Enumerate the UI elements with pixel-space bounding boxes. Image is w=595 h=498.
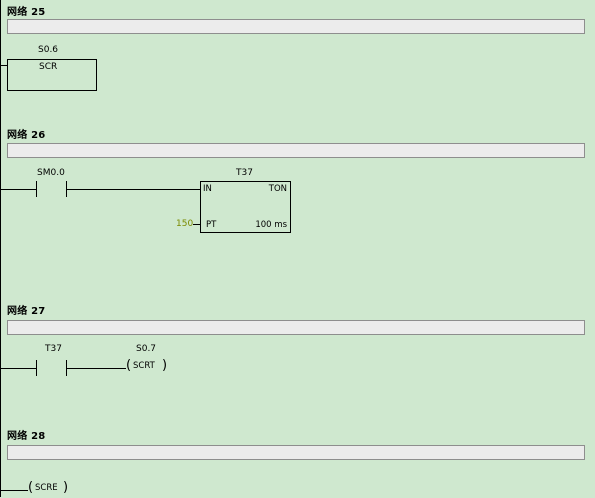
contact-left-bar[interactable] [36, 360, 37, 376]
scr-label: SCR [39, 62, 58, 72]
scr-address[interactable]: S0.6 [38, 45, 59, 55]
network-comment-field[interactable] [7, 143, 585, 158]
coil-scrt[interactable]: ( SCRT ) [126, 358, 170, 376]
scr-input-wire [0, 65, 7, 66]
network-comment-field[interactable] [7, 445, 585, 460]
timer-address[interactable]: T37 [236, 168, 253, 178]
network-title[interactable]: 网络 26 [7, 130, 46, 141]
contact-address[interactable]: T37 [45, 344, 62, 354]
left-power-rail [0, 0, 1, 497]
pt-wire [193, 224, 200, 225]
network-title[interactable]: 网络 27 [7, 306, 46, 317]
coil-right-paren: ) [63, 480, 69, 495]
network-comment-field[interactable] [7, 19, 585, 34]
wire-segment [66, 368, 126, 369]
timer-in-pin: IN [203, 184, 212, 194]
coil-left-paren: ( [126, 358, 132, 373]
coil-label: SCRT [133, 361, 155, 371]
coil-address[interactable]: S0.7 [136, 344, 157, 354]
wire-segment [0, 368, 36, 369]
coil-left-paren: ( [28, 480, 34, 495]
contact-left-bar[interactable] [36, 181, 37, 197]
network-title[interactable]: 网络 25 [7, 7, 46, 18]
pt-preset-value[interactable]: 150 [176, 219, 194, 229]
coil-right-paren: ) [162, 358, 168, 373]
contact-address[interactable]: SM0.0 [37, 168, 65, 178]
network-comment-field[interactable] [7, 320, 585, 335]
wire-segment [66, 189, 201, 190]
coil-label: SCRE [35, 483, 58, 493]
wire-segment [0, 189, 36, 190]
scr-box[interactable]: SCR [7, 59, 97, 91]
timer-box-ton[interactable]: IN TON PT 100 ms [200, 181, 291, 233]
wire-segment [0, 490, 28, 491]
timer-type-label: TON [268, 184, 287, 194]
coil-scre[interactable]: ( SCRE ) [28, 480, 72, 498]
timer-pt-pin: PT [206, 220, 217, 230]
timer-resolution: 100 ms [255, 220, 287, 230]
network-title[interactable]: 网络 28 [7, 431, 46, 442]
